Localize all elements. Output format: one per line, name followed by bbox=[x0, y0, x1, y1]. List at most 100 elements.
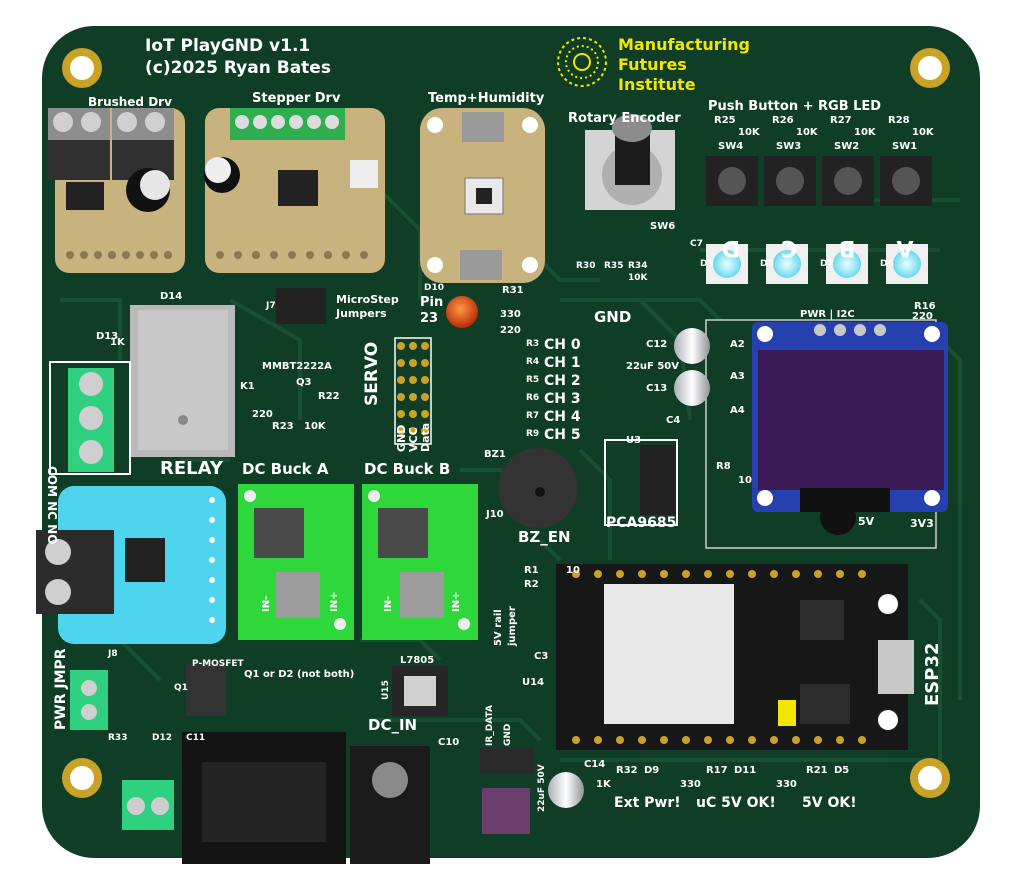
push-buttons bbox=[706, 156, 932, 206]
label-22uf-50v: 22uF 50V bbox=[626, 361, 680, 372]
label-p-mosfet: P-MOSFET bbox=[192, 659, 244, 669]
ref-r31: R31 bbox=[502, 285, 524, 296]
val-r25: 10K bbox=[738, 127, 760, 138]
label-a3: A3 bbox=[730, 371, 745, 382]
ref-d10: D10 bbox=[424, 283, 444, 293]
label-5v-oled: 5V bbox=[858, 515, 875, 528]
val-d13-1k: 1K bbox=[110, 337, 125, 348]
servo-r7: R7 bbox=[526, 411, 540, 421]
ref-r26: R26 bbox=[772, 115, 794, 126]
label-uc-5v-ok: uC 5V OK! bbox=[696, 795, 776, 811]
ref-q1: Q1 bbox=[174, 683, 188, 693]
ref-r25: R25 bbox=[714, 115, 736, 126]
ref-sw2: SW2 bbox=[834, 141, 860, 152]
ref-d6: D6 bbox=[880, 259, 894, 269]
label-brushed-drv: Brushed Drv bbox=[88, 95, 172, 109]
label-a2: A2 bbox=[730, 339, 745, 350]
val-r17: 330 bbox=[680, 779, 701, 790]
label-stepper-drv: Stepper Drv bbox=[252, 91, 341, 106]
ref-sw3: SW3 bbox=[776, 141, 802, 152]
dc-buck-b-module bbox=[362, 484, 478, 640]
board-copyright: (c)2025 Ryan Bates bbox=[145, 58, 331, 78]
ref-r35: R35 bbox=[604, 261, 624, 271]
servo-r6: R6 bbox=[526, 393, 540, 403]
val-r22: 10K bbox=[304, 421, 326, 432]
ref-c3: C3 bbox=[534, 651, 549, 662]
servo-pin-gnd: GND bbox=[395, 424, 408, 452]
l7805-regulator bbox=[392, 666, 448, 716]
ref-r8: R8 bbox=[716, 461, 731, 472]
label-pwr-i2c: PWR | I2C bbox=[800, 309, 855, 320]
label-relay: RELAY bbox=[160, 458, 223, 479]
ref-d13: D13 bbox=[96, 331, 119, 342]
institute-line-1: Manufacturing bbox=[618, 35, 750, 54]
ref-sw6: SW6 bbox=[650, 221, 676, 232]
mfi-logo bbox=[557, 37, 607, 87]
ref-j7: J7 bbox=[266, 301, 276, 311]
val-r1: 10 bbox=[566, 565, 580, 576]
button-letter-b: B bbox=[838, 235, 856, 260]
label-pca9685: PCA9685 bbox=[606, 515, 677, 531]
ir-header bbox=[480, 748, 534, 774]
label-servo: SERVO bbox=[362, 341, 382, 406]
ref-r32: R32 bbox=[616, 765, 638, 776]
servo-pin-vcc: VCC bbox=[407, 427, 420, 452]
oled-display bbox=[705, 319, 948, 549]
ref-r21: R21 bbox=[806, 765, 828, 776]
label-5v-ok: 5V OK! bbox=[802, 795, 857, 811]
servo-ch3: CH 3 bbox=[544, 391, 581, 407]
ref-c10: C10 bbox=[438, 737, 460, 748]
temp-humidity-module bbox=[420, 108, 545, 283]
label-buck-b-in-plus: IN+ bbox=[451, 591, 462, 612]
servo-ch0: CH 0 bbox=[544, 337, 581, 353]
label-gnd: GND bbox=[594, 308, 632, 326]
label-microstep-2: Jumpers bbox=[336, 307, 387, 320]
button-letter-c: C bbox=[780, 235, 798, 260]
ref-d8: D8 bbox=[760, 259, 774, 269]
ref-r30: R30 bbox=[576, 261, 596, 271]
label-ir-data: IR_DATA bbox=[485, 705, 495, 746]
label-dc-buck-a: DC Buck A bbox=[242, 460, 329, 478]
ref-r23: R23 bbox=[272, 421, 294, 432]
label-buck-a-in-minus: IN- bbox=[261, 595, 272, 612]
ref-c13: C13 bbox=[646, 383, 668, 394]
buzzer bbox=[498, 448, 578, 528]
ref-d7: D7 bbox=[820, 259, 834, 269]
ref-sw1: SW1 bbox=[892, 141, 918, 152]
label-buck-a-in-plus: IN+ bbox=[329, 591, 340, 612]
rgb-leds bbox=[706, 244, 928, 284]
label-buck-b-in-minus: IN- bbox=[383, 595, 394, 612]
label-bz-en: BZ_EN bbox=[518, 528, 571, 546]
label-microstep-1: MicroStep bbox=[336, 293, 399, 306]
p-mosfet bbox=[186, 664, 226, 716]
servo-headers bbox=[394, 337, 432, 445]
ref-r16: R16 bbox=[914, 301, 936, 312]
servo-ch5: CH 5 bbox=[544, 427, 581, 443]
ref-d9: D9 bbox=[644, 765, 660, 776]
ref-j10: J10 bbox=[486, 509, 504, 520]
caps bbox=[548, 328, 710, 808]
ir-receiver bbox=[482, 788, 530, 834]
label-a4: A4 bbox=[730, 405, 745, 416]
servo-r5: R5 bbox=[526, 375, 540, 385]
label-temp-humidity: Temp+Humidity bbox=[428, 91, 545, 106]
label-q1-or-d2: Q1 or D2 (not both) bbox=[244, 669, 355, 680]
ref-u14: U14 bbox=[522, 677, 545, 688]
label-pin23-2: 23 bbox=[420, 311, 439, 326]
esp32-module bbox=[556, 564, 914, 750]
label-5v-rail-2: jumper bbox=[507, 606, 518, 646]
label-pin23-1: Pin bbox=[420, 295, 444, 310]
ref-r27: R27 bbox=[830, 115, 852, 126]
ref-k1: K1 bbox=[240, 381, 255, 392]
ref-r28: R28 bbox=[888, 115, 910, 126]
pca9685-chip bbox=[604, 439, 678, 526]
val-r21: 330 bbox=[776, 779, 797, 790]
ref-u15: U15 bbox=[381, 680, 391, 700]
ref-mmbt: MMBT2222A bbox=[262, 361, 332, 372]
label-pwr-jmpr: PWR JMPR bbox=[53, 648, 69, 730]
val-r8: 10 bbox=[738, 475, 752, 486]
servo-ch2: CH 2 bbox=[544, 373, 581, 389]
val-r26: 10K bbox=[796, 127, 818, 138]
ref-d3: D3 bbox=[700, 259, 714, 269]
